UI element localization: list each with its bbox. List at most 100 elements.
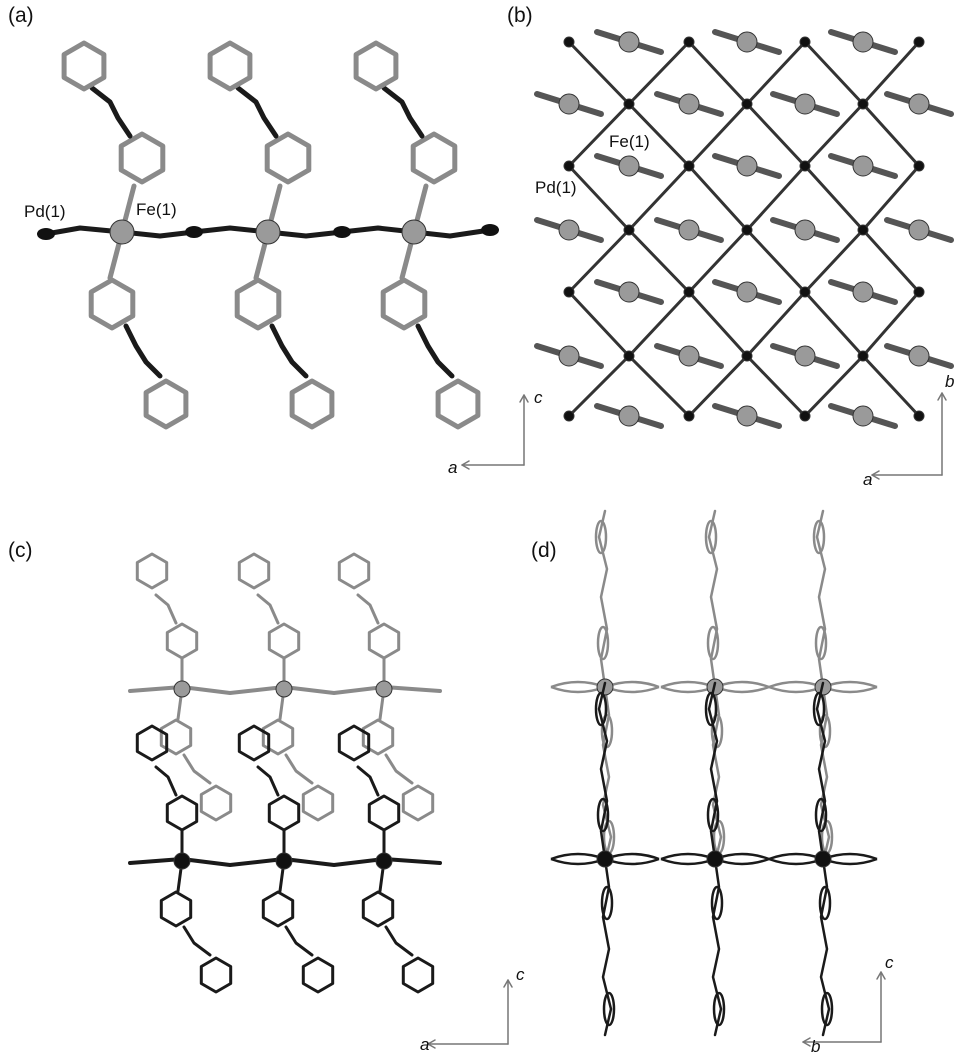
lattice-bond — [627, 290, 691, 358]
fe-atom — [794, 345, 816, 367]
axis-b-vertical-label: b — [945, 372, 955, 391]
fe-atom — [255, 219, 281, 245]
pyridine-ring-upper — [596, 625, 610, 661]
pyridine-ring-upper — [706, 625, 720, 661]
lattice-bond — [745, 40, 807, 106]
axis-c-vertical-label: c — [516, 965, 525, 984]
phenyl-ring-upper — [207, 40, 253, 92]
fe-atom — [596, 850, 614, 868]
pd-atom — [683, 160, 695, 172]
pyridine-ring-upper — [267, 622, 301, 660]
phenyl-ring-lower — [143, 378, 189, 430]
fe1-label: Fe(1) — [136, 200, 177, 219]
lattice-bond — [687, 290, 749, 358]
axis-c-horizontal-label: a — [420, 1035, 430, 1054]
pyridine-ring-upper — [118, 131, 166, 185]
fe-atom — [852, 31, 874, 53]
axis-vertical-arrowhead — [503, 979, 513, 988]
pyridine-ring-lower — [710, 713, 724, 749]
panel-b-label: (b) — [507, 4, 533, 27]
pd-atom — [913, 410, 925, 422]
lattice-bond — [861, 354, 921, 418]
phenyl-ring-lower — [602, 991, 616, 1027]
pd-atom — [857, 350, 869, 362]
pd1-label: Pd(1) — [535, 178, 577, 197]
phenyl-ring-lower — [301, 956, 335, 994]
fe-atom — [618, 31, 640, 53]
axis-d-vertical-label: c — [885, 953, 894, 972]
pyridine-ring-lower — [361, 890, 395, 928]
phenyl-ring-lower — [820, 991, 834, 1027]
lattice-bond — [745, 354, 807, 418]
pd-atom — [333, 226, 351, 238]
phenyl-ring-upper — [61, 40, 107, 92]
phenyl-ring-lower — [712, 991, 726, 1027]
pyridine-ring-lower — [710, 885, 724, 921]
pd-atom — [563, 36, 575, 48]
fe-atom — [618, 281, 640, 303]
fe-atom — [908, 93, 930, 115]
lattice-bond — [803, 354, 865, 418]
pyridine-ring-upper — [596, 797, 610, 833]
phenyl-ring-upper — [353, 40, 399, 92]
phenyl-ring-lower — [401, 956, 435, 994]
ethenyl-link-upper — [89, 85, 133, 139]
phenyl-ring-upper — [237, 552, 271, 590]
axis-a-vertical-label: c — [534, 388, 543, 407]
fe-atom — [678, 93, 700, 115]
phenyl-ring-lower — [401, 784, 435, 822]
fe-atom — [558, 219, 580, 241]
pd-atom — [563, 410, 575, 422]
ethenyl-link-lower — [384, 753, 414, 785]
lattice-bond — [687, 102, 749, 168]
pd-atom — [185, 226, 203, 238]
ethenyl-link-lower — [284, 925, 314, 957]
phenyl-ring-lower — [435, 378, 481, 430]
ethenyl-link-lower — [123, 323, 163, 379]
ethenyl-link-upper — [381, 85, 425, 139]
lattice-bond — [745, 228, 807, 294]
pd-atom — [857, 224, 869, 236]
pyridine-ring-upper — [410, 131, 458, 185]
panel-b: (b) Fe(1) Pd(1) a b — [479, 0, 958, 529]
fe-atom — [736, 31, 758, 53]
phenyl-ring-lower — [199, 956, 233, 994]
fe-atom — [678, 345, 700, 367]
fe-atom — [736, 155, 758, 177]
pd1-label: Pd(1) — [24, 202, 66, 221]
pyridine-ring-upper — [264, 131, 312, 185]
pd-atom — [799, 286, 811, 298]
fe-atom — [908, 219, 930, 241]
pyridine-ring-upper — [267, 794, 301, 832]
pd-atom — [799, 160, 811, 172]
panel-c-structure — [128, 552, 513, 1049]
phenyl-ring-lower — [199, 784, 233, 822]
pd-atom — [683, 286, 695, 298]
pd-atom — [623, 224, 635, 236]
pd-atom — [913, 160, 925, 172]
lattice-bond — [627, 354, 691, 418]
pd-atom — [683, 36, 695, 48]
pyridine-ring-lower — [88, 277, 136, 331]
pd-atom — [741, 350, 753, 362]
phenyl-ring-upper — [237, 724, 271, 762]
axis-vertical-arrowhead — [519, 394, 529, 403]
panel-b-structure — [534, 29, 954, 480]
fe-atom — [814, 850, 832, 868]
lattice-bond — [567, 40, 631, 106]
lattice-bond — [627, 228, 691, 294]
lattice-bond — [861, 164, 921, 232]
lattice-bond — [627, 164, 691, 232]
fe-atom — [375, 852, 393, 870]
pd-atom — [913, 36, 925, 48]
pyridine-ring-lower — [159, 718, 193, 756]
lattice-bond — [861, 40, 921, 106]
lattice-bond — [861, 290, 921, 358]
lattice-bond — [627, 102, 691, 168]
fe-atom — [908, 345, 930, 367]
panel-d-label: (d) — [531, 539, 557, 562]
pd-atom — [741, 98, 753, 110]
phenyl-ring-upper — [594, 691, 608, 727]
ethenyl-link-lower — [269, 323, 309, 379]
pyridine-ring-upper — [814, 797, 828, 833]
